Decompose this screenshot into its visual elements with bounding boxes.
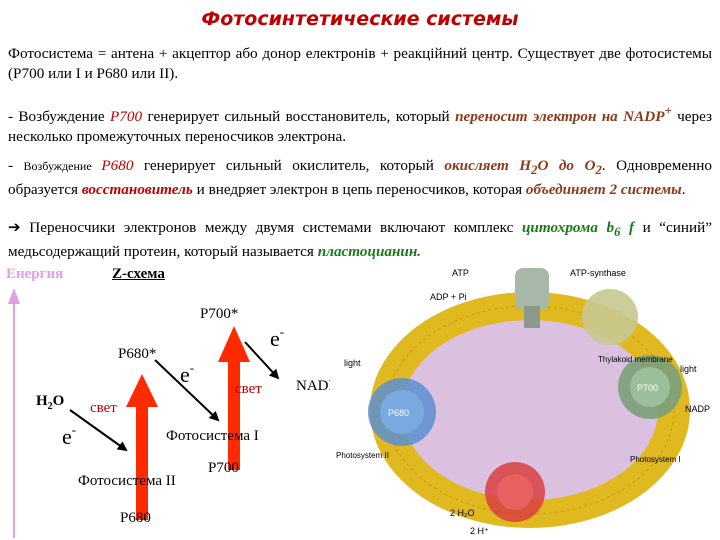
- text: и внедряет электрон в цепь переносчиков,…: [192, 181, 526, 199]
- ps2-excitation-arrowhead: [126, 374, 158, 407]
- thylakoid-lumen: [402, 320, 658, 500]
- text-small: Возбуждение: [23, 159, 102, 173]
- ps1-excitation-arrow-shaft: [228, 360, 240, 470]
- term-oxidize-2: О до О: [537, 157, 596, 174]
- text: -: [8, 157, 24, 174]
- paragraph-photosystem-definition: Фотосистема = антена + акцептор або доно…: [8, 45, 712, 82]
- fig-light-label-1: light: [344, 358, 361, 368]
- z-scheme-label: Z-схема: [112, 266, 165, 282]
- fig-p700-label: P700: [637, 383, 658, 393]
- fig-ps2-label: Photosystem II: [336, 451, 389, 460]
- arrow-right-icon: ➔: [8, 219, 21, 236]
- term-plastocyanin: пластоцианин.: [317, 243, 422, 261]
- text: . Одновременно образуется: [8, 157, 712, 199]
- fig-h2o-label: 2 H₂O: [450, 508, 475, 518]
- subscript: 2: [531, 163, 538, 178]
- fig-atp-label: ATP: [452, 268, 469, 278]
- electron-transfer-arrow-1: [154, 359, 220, 422]
- superscript: +: [664, 104, 672, 118]
- text: - Возбуждение: [8, 108, 111, 126]
- text: генерирует сильный восстановитель, котор…: [142, 108, 456, 126]
- fig-ps1-label: Photosystem I: [630, 455, 681, 464]
- term-reductant: восстановитель: [81, 181, 193, 199]
- fig-p680-label: P680: [388, 408, 409, 418]
- paragraph-p700-excitation: - Возбуждение Р700 генерирует сильный во…: [8, 101, 712, 147]
- photosystem-2-label: Фотосистема II: [78, 473, 176, 489]
- page-title: Фотосинтетические системы: [201, 8, 519, 30]
- term-p680: Р680: [101, 157, 134, 174]
- electron-label-1: e-: [180, 360, 194, 387]
- term-transfer-electron: переносит электрон на NADP: [455, 108, 665, 126]
- term-cytochrome: цитохрома b: [521, 219, 615, 236]
- p680-label: P680: [120, 510, 151, 526]
- term-cytochrome-f: f: [620, 219, 635, 236]
- p700-star-label: P700*: [200, 306, 238, 322]
- subscript: 2: [595, 163, 602, 178]
- cytochrome-complex: [582, 289, 638, 345]
- h2o-label: H2O: [36, 393, 64, 412]
- text: .: [681, 181, 686, 199]
- photosystem-2-core: [380, 390, 424, 434]
- photosystem-1-core: [630, 367, 670, 407]
- fig-light-label-2: light: [680, 364, 697, 374]
- text: и “синий” медьсодержащий протеин, которы…: [8, 219, 713, 261]
- ps2-excitation-arrow-shaft: [136, 405, 148, 520]
- ps1-excitation-arrowhead: [218, 326, 250, 362]
- electron-label-2: e-: [270, 324, 284, 351]
- term-p700: Р700: [110, 108, 143, 126]
- energy-axis-arrowhead: [8, 288, 20, 304]
- atp-synthase-stalk: [524, 306, 540, 328]
- term-joins-systems: объединяет 2 системы: [525, 181, 682, 199]
- light-label-2: свет: [235, 381, 262, 397]
- paragraph-carriers: ➔ Переносчики электронов между двумя сис…: [8, 218, 712, 262]
- text: генерирует сильный окислитель, который: [133, 157, 445, 174]
- photosystem-1-label: Фотосистема I: [166, 428, 259, 444]
- p700-label: P700: [208, 460, 239, 476]
- fig-thylakoid-label: Thylakoid membrane: [598, 355, 673, 364]
- text: через несколько промежуточных переносчик…: [8, 108, 712, 146]
- fig-nadp-label: NADP: [685, 404, 710, 414]
- oxygen-evolving-core: [497, 474, 533, 510]
- z-scheme-diagram: P700* P680* H2O свет свет e- e- e- NADP+…: [8, 288, 343, 538]
- electron-label-3: e-: [62, 422, 76, 449]
- electron-transfer-arrow-3: [244, 341, 280, 380]
- p680-star-label: P680*: [118, 346, 156, 362]
- subscript: 6: [614, 225, 621, 240]
- energy-label: Енергия: [6, 266, 64, 282]
- thylakoid-membrane-figure: P680 P700 ATP-synthase Thylakoid membran…: [330, 262, 720, 540]
- paragraph-p680-excitation: - Возбуждение Р680 генерирует сильный ок…: [8, 156, 712, 200]
- fig-atp-synthase-label: ATP-synthase: [570, 268, 626, 278]
- term-oxidize: окисляет Н: [444, 157, 532, 174]
- fig-adp-label: ADP + Pi: [430, 292, 467, 302]
- atp-synthase: [515, 268, 549, 310]
- electron-transfer-arrow-2: [69, 409, 128, 452]
- fig-hplus-label: 2 H⁺: [470, 526, 489, 536]
- text: Переносчики электронов между двумя систе…: [20, 219, 522, 236]
- light-label-1: свет: [90, 400, 117, 416]
